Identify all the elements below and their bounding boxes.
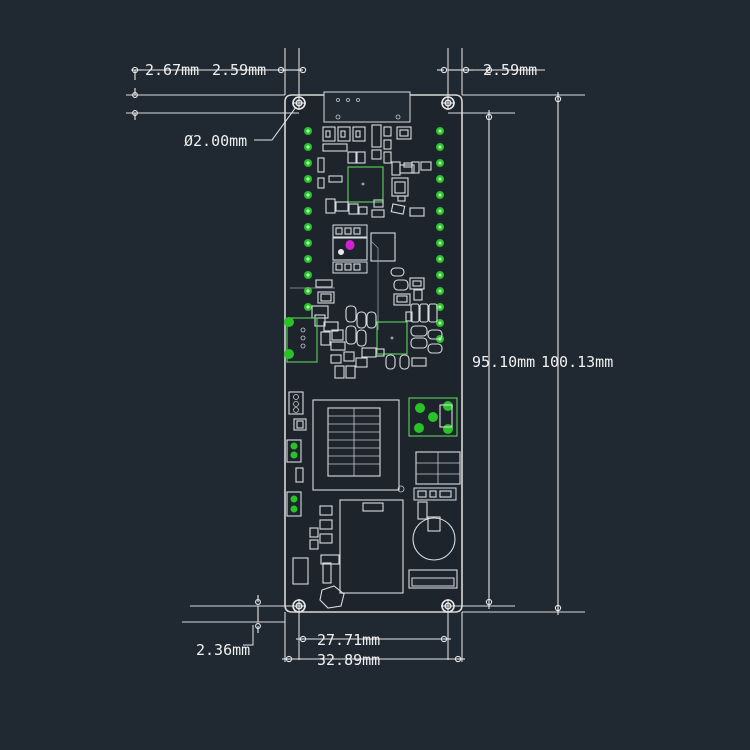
dim-top-left-offset: 2.67mm: [145, 61, 199, 79]
dim-top-right-offset: 2.59mm: [483, 61, 537, 79]
esp32-module: [339, 499, 404, 594]
dim-hole-diameter: Ø2.00mm: [184, 132, 247, 150]
arrow-markers: [131, 66, 562, 663]
rgb-led-module: [332, 224, 396, 330]
top-component-cluster: [317, 124, 432, 218]
left-bottom-connectors: [286, 391, 345, 609]
left-antenna-pads: [284, 317, 318, 363]
display-connector: [312, 399, 405, 493]
dim-width-inner: 27.71mm: [317, 631, 380, 649]
pcb-outline: [284, 94, 463, 613]
right-pad-column: [436, 127, 444, 343]
usb-connector: [323, 91, 411, 123]
dimension-lines: [131, 69, 559, 660]
extension-lines: [126, 48, 585, 662]
dim-bottom-left-offset: 2.36mm: [196, 641, 250, 659]
dim-top-left-inner: 2.59mm: [212, 61, 266, 79]
antenna-pad-array: [408, 397, 458, 437]
sd-card-slot: [413, 451, 461, 520]
dim-height-inner: 95.10mm: [472, 353, 535, 371]
hole-diameter-leader: [254, 106, 297, 141]
mid-left-peripherals: [290, 279, 346, 351]
rf-section: [330, 267, 443, 379]
buzzer: [408, 516, 458, 589]
dim-width-outer: 32.89mm: [317, 651, 380, 669]
dim-height-outer: 100.13mm: [541, 353, 613, 371]
left-pad-column: [304, 127, 312, 311]
